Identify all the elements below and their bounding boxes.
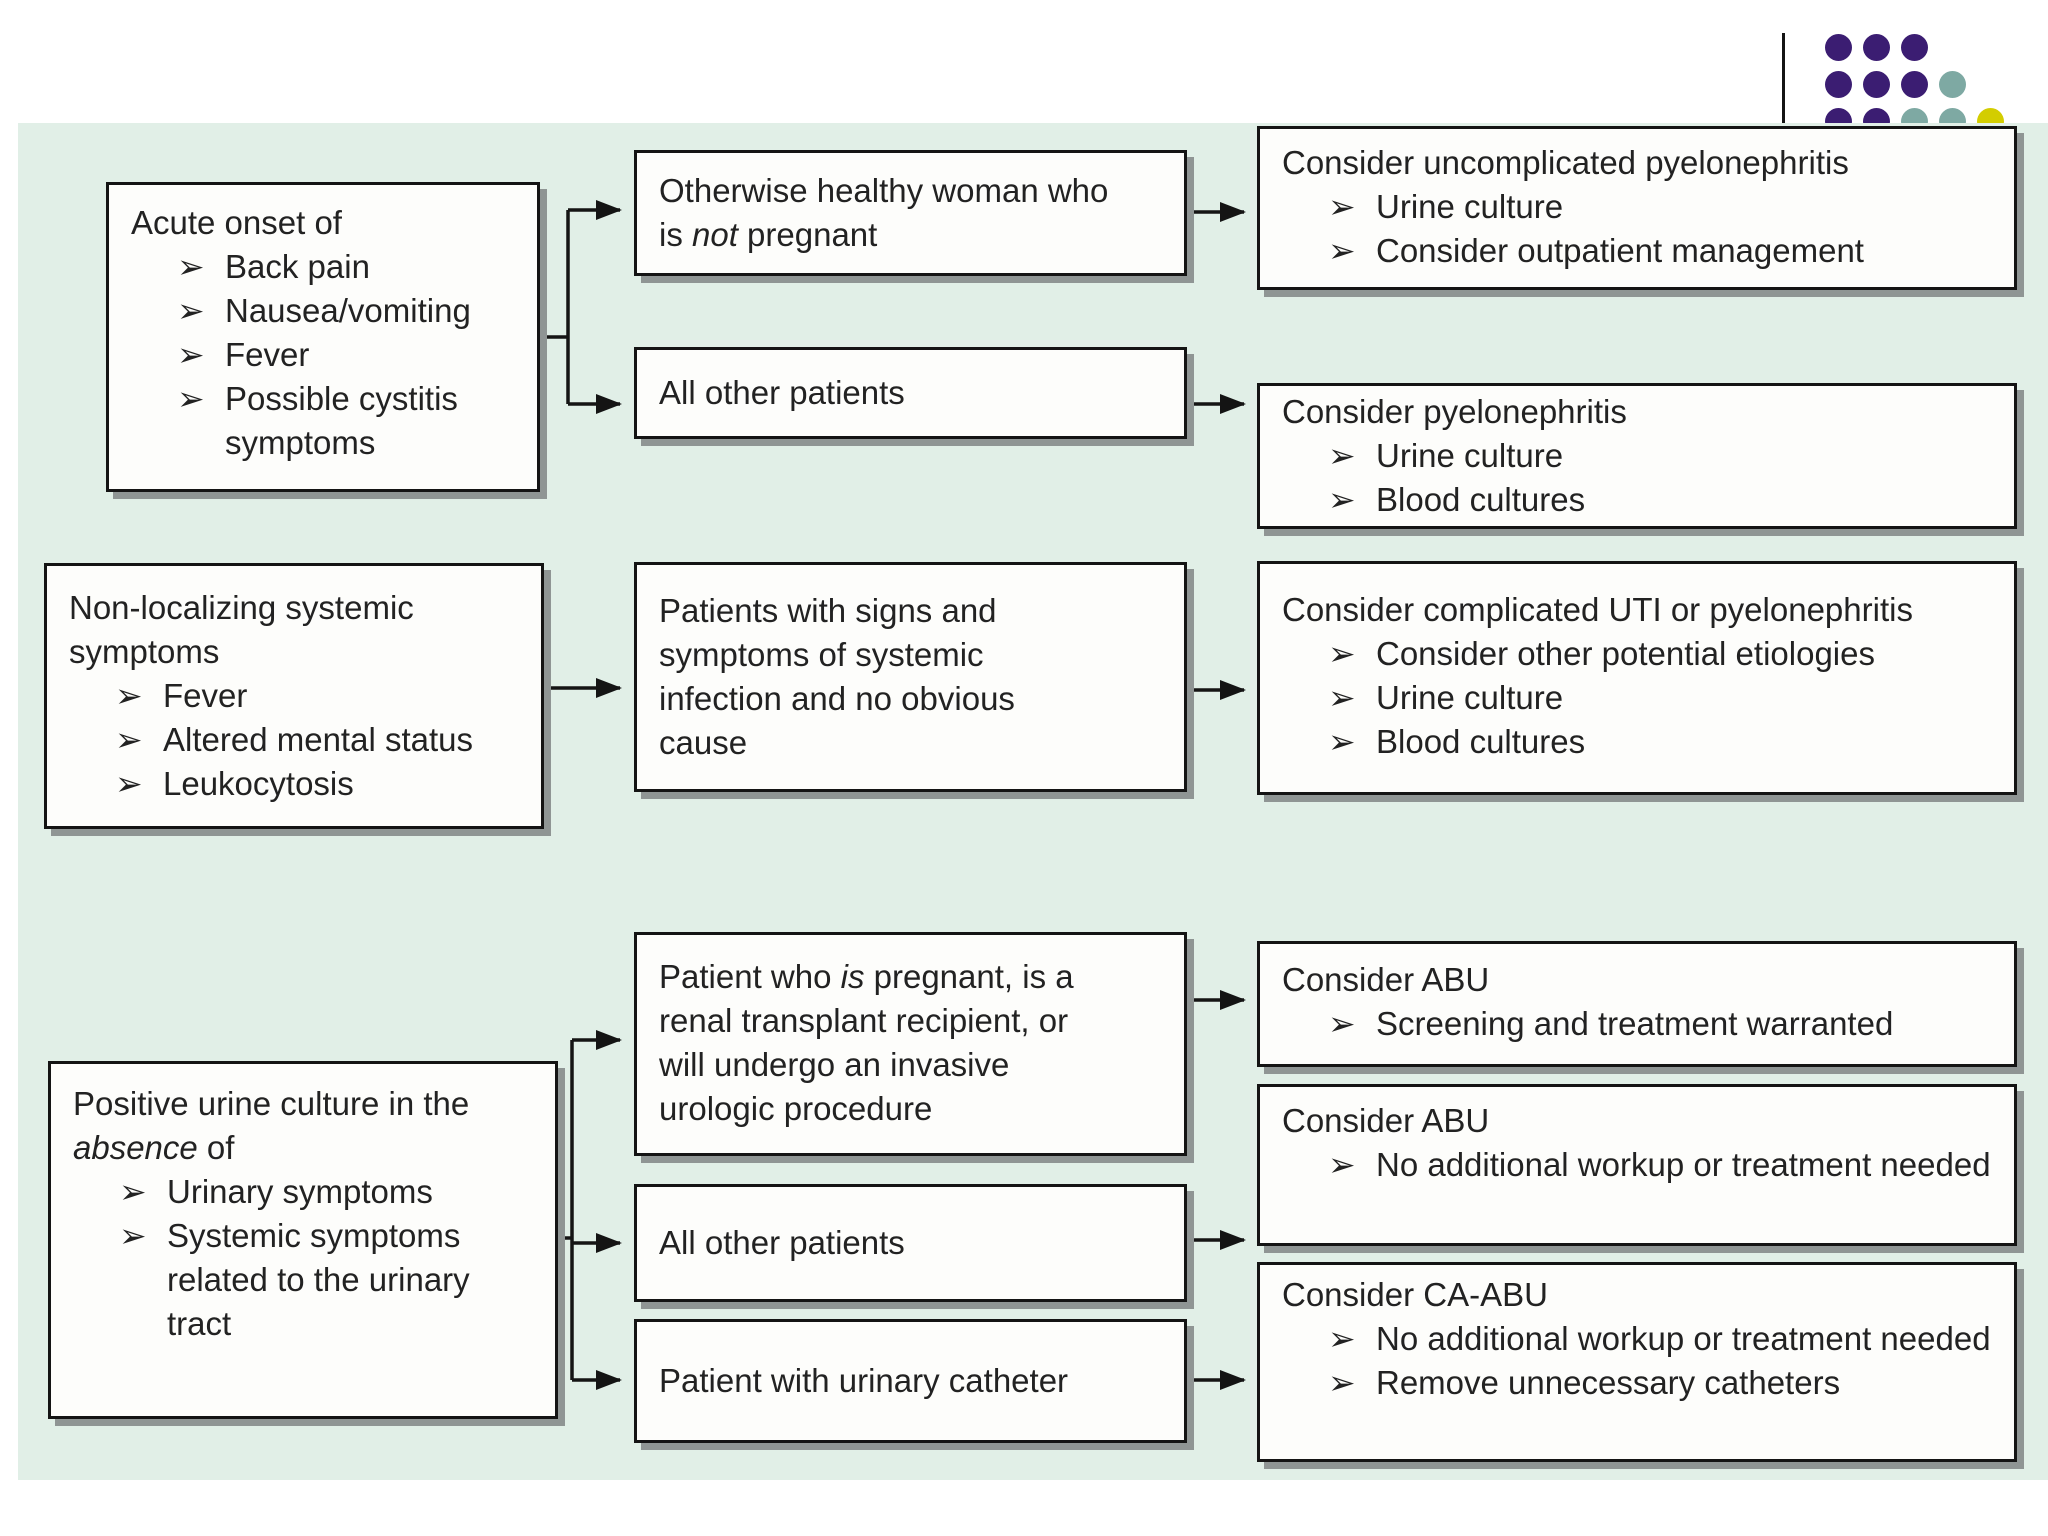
box-text-line: cause [659,724,748,761]
arrowhead-bullet-icon: ➢ [1328,188,1356,225]
box-text-line: Consider pyelonephritis [1282,393,1627,430]
box-bullet-item: ➢Nausea/vomiting [131,289,517,333]
flowchart-box-ca-abu: Consider CA-ABU ➢No additional workup or … [1257,1262,2017,1462]
box-bullet-item: ➢Remove unnecessary catheters [1282,1361,1994,1405]
box-bullet-item: ➢Consider outpatient management [1282,229,1994,273]
purple-logo-dot [1901,34,1928,61]
box-bullet-item: ➢Back pain [131,245,517,289]
box-text-line: renal transplant recipient, or [659,1002,1069,1039]
box-text-line: Consider CA-ABU [1282,1276,1548,1313]
box-text-line: symptoms of systemic [659,636,984,673]
flowchart-box-abu-screening: Consider ABU ➢Screening and treatment war… [1257,941,2017,1067]
box-bullet-item: ➢No additional workup or treatment neede… [1282,1317,1994,1361]
arrowhead-bullet-icon: ➢ [1328,437,1356,474]
box-bullet-item: ➢Systemic symptoms related to the urinar… [73,1214,535,1346]
box-text-line: Non-localizing systemic [69,589,414,626]
box-bullet-item: ➢Urine culture [1282,185,1994,229]
box-bullet-item: ➢Altered mental status [69,718,521,762]
box-bullet-item: ➢Fever [69,674,521,718]
arrowhead-bullet-icon: ➢ [1328,1005,1356,1042]
purple-logo-dot [1825,71,1852,98]
arrowhead-bullet-icon: ➢ [1328,635,1356,672]
box-text-line: Patients with signs and [659,592,997,629]
box-text-line: absence of [73,1129,235,1166]
flowchart-box-acute-onset: Acute onset of ➢Back pain➢Nausea/vomiting… [106,182,540,492]
box-text-line: Consider complicated UTI or pyelonephrit… [1282,591,1913,628]
flowchart-box-nonlocalizing-symptoms: Non-localizing systemic symptoms ➢Fever➢Al… [44,563,544,829]
box-text-line: is not pregnant [659,216,878,253]
box-bullet-item: ➢Leukocytosis [69,762,521,806]
box-text-line: Consider ABU [1282,961,1490,998]
box-text-line: Consider ABU [1282,1102,1490,1139]
box-text-line: Patient with urinary catheter [659,1362,1069,1399]
box-bullet-item: ➢Urine culture [1282,434,1994,478]
box-bullet-item: ➢Consider other potential etiologies [1282,632,1994,676]
box-bullet-item: ➢Blood cultures [1282,478,1994,522]
arrowhead-bullet-icon: ➢ [115,677,143,714]
arrowhead-bullet-icon: ➢ [177,380,205,417]
box-text-line: symptoms [69,633,220,670]
arrowhead-bullet-icon: ➢ [115,765,143,802]
box-text-line: All other patients [659,374,905,411]
box-bullet-item: ➢No additional workup or treatment neede… [1282,1143,1994,1187]
arrowhead-bullet-icon: ➢ [115,721,143,758]
arrowhead-bullet-icon: ➢ [177,292,205,329]
box-bullet-item: ➢Urinary symptoms [73,1170,535,1214]
purple-logo-dot [1901,71,1928,98]
box-bullet-item: ➢Screening and treatment warranted [1282,1002,1994,1046]
flowchart-box-healthy-not-pregnant: Otherwise healthy woman who is not pregna… [634,150,1187,276]
arrowhead-bullet-icon: ➢ [1328,1320,1356,1357]
box-bullet-item: ➢Blood cultures [1282,720,1994,764]
arrowhead-bullet-icon: ➢ [177,336,205,373]
box-text-line: infection and no obvious [659,680,1015,717]
flowchart-box-pyelonephritis: Consider pyelonephritis ➢Urine culture➢Bl… [1257,383,2017,529]
flowchart-box-complicated-uti: Consider complicated UTI or pyelonephrit… [1257,561,2017,795]
teal-logo-dot [1939,71,1966,98]
arrowhead-bullet-icon: ➢ [1328,1364,1356,1401]
arrowhead-bullet-icon: ➢ [177,248,205,285]
box-bullet-item: ➢Possible cystitis symptoms [131,377,517,465]
flowchart-box-uncomplicated-pyelonephritis: Consider uncomplicated pyelonephritis ➢Ur… [1257,126,2017,290]
flowchart-box-all-other-patients-1: All other patients [634,347,1187,439]
box-text-line: Acute onset of [131,204,342,241]
arrowhead-bullet-icon: ➢ [1328,481,1356,518]
flowchart-box-positive-urine-culture: Positive urine culture in the absence of ➢… [48,1061,558,1419]
purple-logo-dot [1825,34,1852,61]
arrowhead-bullet-icon: ➢ [119,1217,147,1254]
arrowhead-bullet-icon: ➢ [1328,679,1356,716]
box-text-line: Positive urine culture in the [73,1085,470,1122]
arrowhead-bullet-icon: ➢ [1328,232,1356,269]
flowchart-box-systemic-infection: Patients with signs and symptoms of syste… [634,562,1187,792]
flowchart-box-urinary-catheter: Patient with urinary catheter [634,1319,1187,1443]
arrowhead-bullet-icon: ➢ [1328,1146,1356,1183]
box-text-line: Consider uncomplicated pyelonephritis [1282,144,1849,181]
box-text-line: will undergo an invasive [659,1046,1010,1083]
flowchart-box-pregnant-transplant-urologic: Patient who is pregnant, is a renal trans… [634,932,1187,1156]
purple-logo-dot [1863,34,1890,61]
box-text-line: Patient who is pregnant, is a [659,958,1074,995]
arrowhead-bullet-icon: ➢ [119,1173,147,1210]
flowchart-box-all-other-patients-2: All other patients [634,1184,1187,1302]
flowchart-box-abu-no-workup: Consider ABU ➢No additional workup or tre… [1257,1084,2017,1246]
arrowhead-bullet-icon: ➢ [1328,723,1356,760]
logo-divider-line [1782,33,1785,123]
box-bullet-item: ➢Fever [131,333,517,377]
box-bullet-item: ➢Urine culture [1282,676,1994,720]
purple-logo-dot [1863,71,1890,98]
box-text-line: All other patients [659,1224,905,1261]
box-text-line: urologic procedure [659,1090,933,1127]
box-text-line: Otherwise healthy woman who [659,172,1109,209]
